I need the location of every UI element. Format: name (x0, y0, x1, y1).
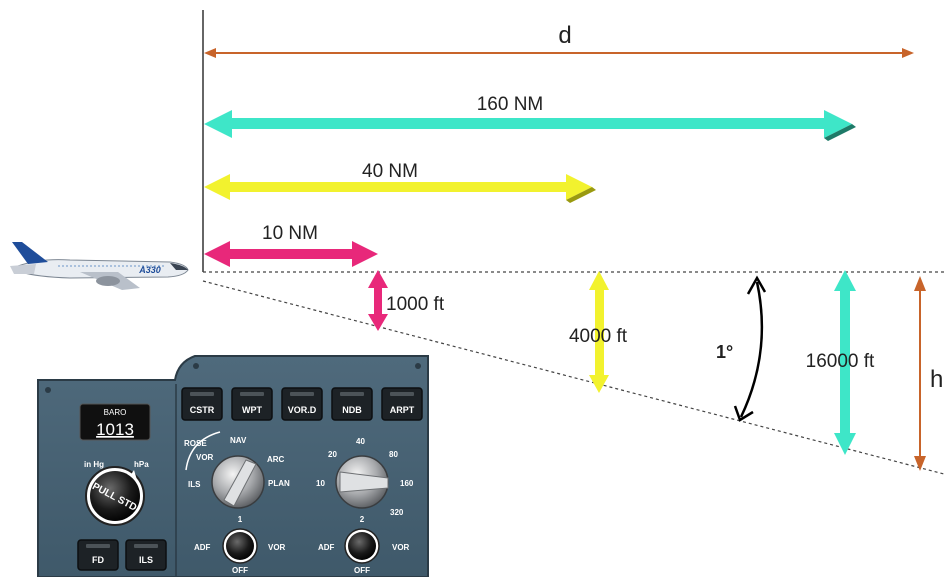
ils-button-label: ILS (139, 555, 153, 565)
range-label-160: 160 (400, 479, 414, 488)
wpt-button[interactable] (231, 387, 273, 421)
ils-button[interactable] (125, 539, 167, 571)
baro-title: BARO (104, 408, 127, 417)
baro-knob[interactable] (85, 466, 145, 526)
fd-button[interactable] (77, 539, 119, 571)
distance-label-40nm: 40 NM (362, 161, 418, 182)
unit-in-hg: in Hg (84, 460, 104, 469)
baro-value: 1013 (96, 420, 134, 439)
distance-arrow-160nm (204, 110, 856, 141)
mode-selector-arc (185, 431, 221, 471)
angle-label: 1° (716, 342, 733, 362)
vord-button-label: VOR.D (288, 405, 317, 415)
fd-button-label: FD (92, 555, 104, 565)
ndb-button-label: NDB (342, 405, 362, 415)
height-arrow-1000ft (368, 270, 388, 331)
nav1-vor-label: VOR (268, 543, 286, 552)
range-label-20: 20 (328, 450, 337, 459)
ndb-button[interactable] (331, 387, 373, 421)
range-label-40: 40 (356, 437, 365, 446)
distance-arrow-d (204, 48, 914, 58)
nav2-off-label: OFF (354, 566, 370, 575)
range-selector-knob[interactable] (335, 455, 389, 509)
nav1-selector-knob[interactable] (222, 528, 258, 564)
height-arrow-h (914, 276, 926, 471)
distance-label-160nm: 160 NM (477, 94, 544, 115)
height-arrow-16000ft (834, 270, 856, 455)
height-label-h: h (930, 366, 943, 393)
nav1-off-label: OFF (232, 566, 248, 575)
nav2-selector-knob[interactable] (344, 528, 380, 564)
arpt-button[interactable] (381, 387, 423, 421)
distance-label-10nm: 10 NM (262, 223, 318, 244)
aircraft-illustration (10, 242, 189, 290)
range-label-80: 80 (389, 450, 398, 459)
mode-label-nav: NAV (230, 436, 247, 445)
nav1-number: 1 (238, 515, 243, 524)
height-arrow-4000ft (589, 271, 609, 393)
arpt-button-label: ARPT (390, 405, 415, 415)
mode-label-arc: ARC (267, 455, 285, 464)
height-label-1000ft: 1000 ft (386, 294, 445, 315)
mode-selector-knob[interactable] (211, 455, 265, 509)
height-label-4000ft: 4000 ft (569, 326, 628, 347)
baro-display (79, 403, 151, 441)
mode-label-rose: ROSE (184, 439, 207, 448)
distance-label-d: d (558, 22, 571, 49)
mode-label-ils: ILS (188, 480, 201, 489)
nav2-vor-label: VOR (392, 543, 410, 552)
mode-label-vor: VOR (196, 453, 214, 462)
range-label-10: 10 (316, 479, 325, 488)
distance-arrow-40nm (204, 174, 596, 203)
wpt-button-label: WPT (242, 405, 262, 415)
mode-label-plan: PLAN (268, 479, 290, 488)
range-label-320: 320 (390, 508, 404, 517)
unit-hpa: hPa (134, 460, 149, 469)
nav2-adf-label: ADF (318, 543, 335, 552)
descent-path-line (202, 280, 944, 475)
nav2-number: 2 (360, 515, 365, 524)
nav1-adf-label: ADF (194, 543, 211, 552)
distance-arrow-10nm (204, 241, 378, 267)
cstr-button-label: CSTR (190, 405, 215, 415)
vord-button[interactable] (281, 387, 323, 421)
aircraft-label: A330 (138, 265, 161, 275)
angle-arc (733, 275, 767, 422)
height-label-16000ft: 16000 ft (806, 351, 875, 372)
cstr-button[interactable] (181, 387, 223, 421)
